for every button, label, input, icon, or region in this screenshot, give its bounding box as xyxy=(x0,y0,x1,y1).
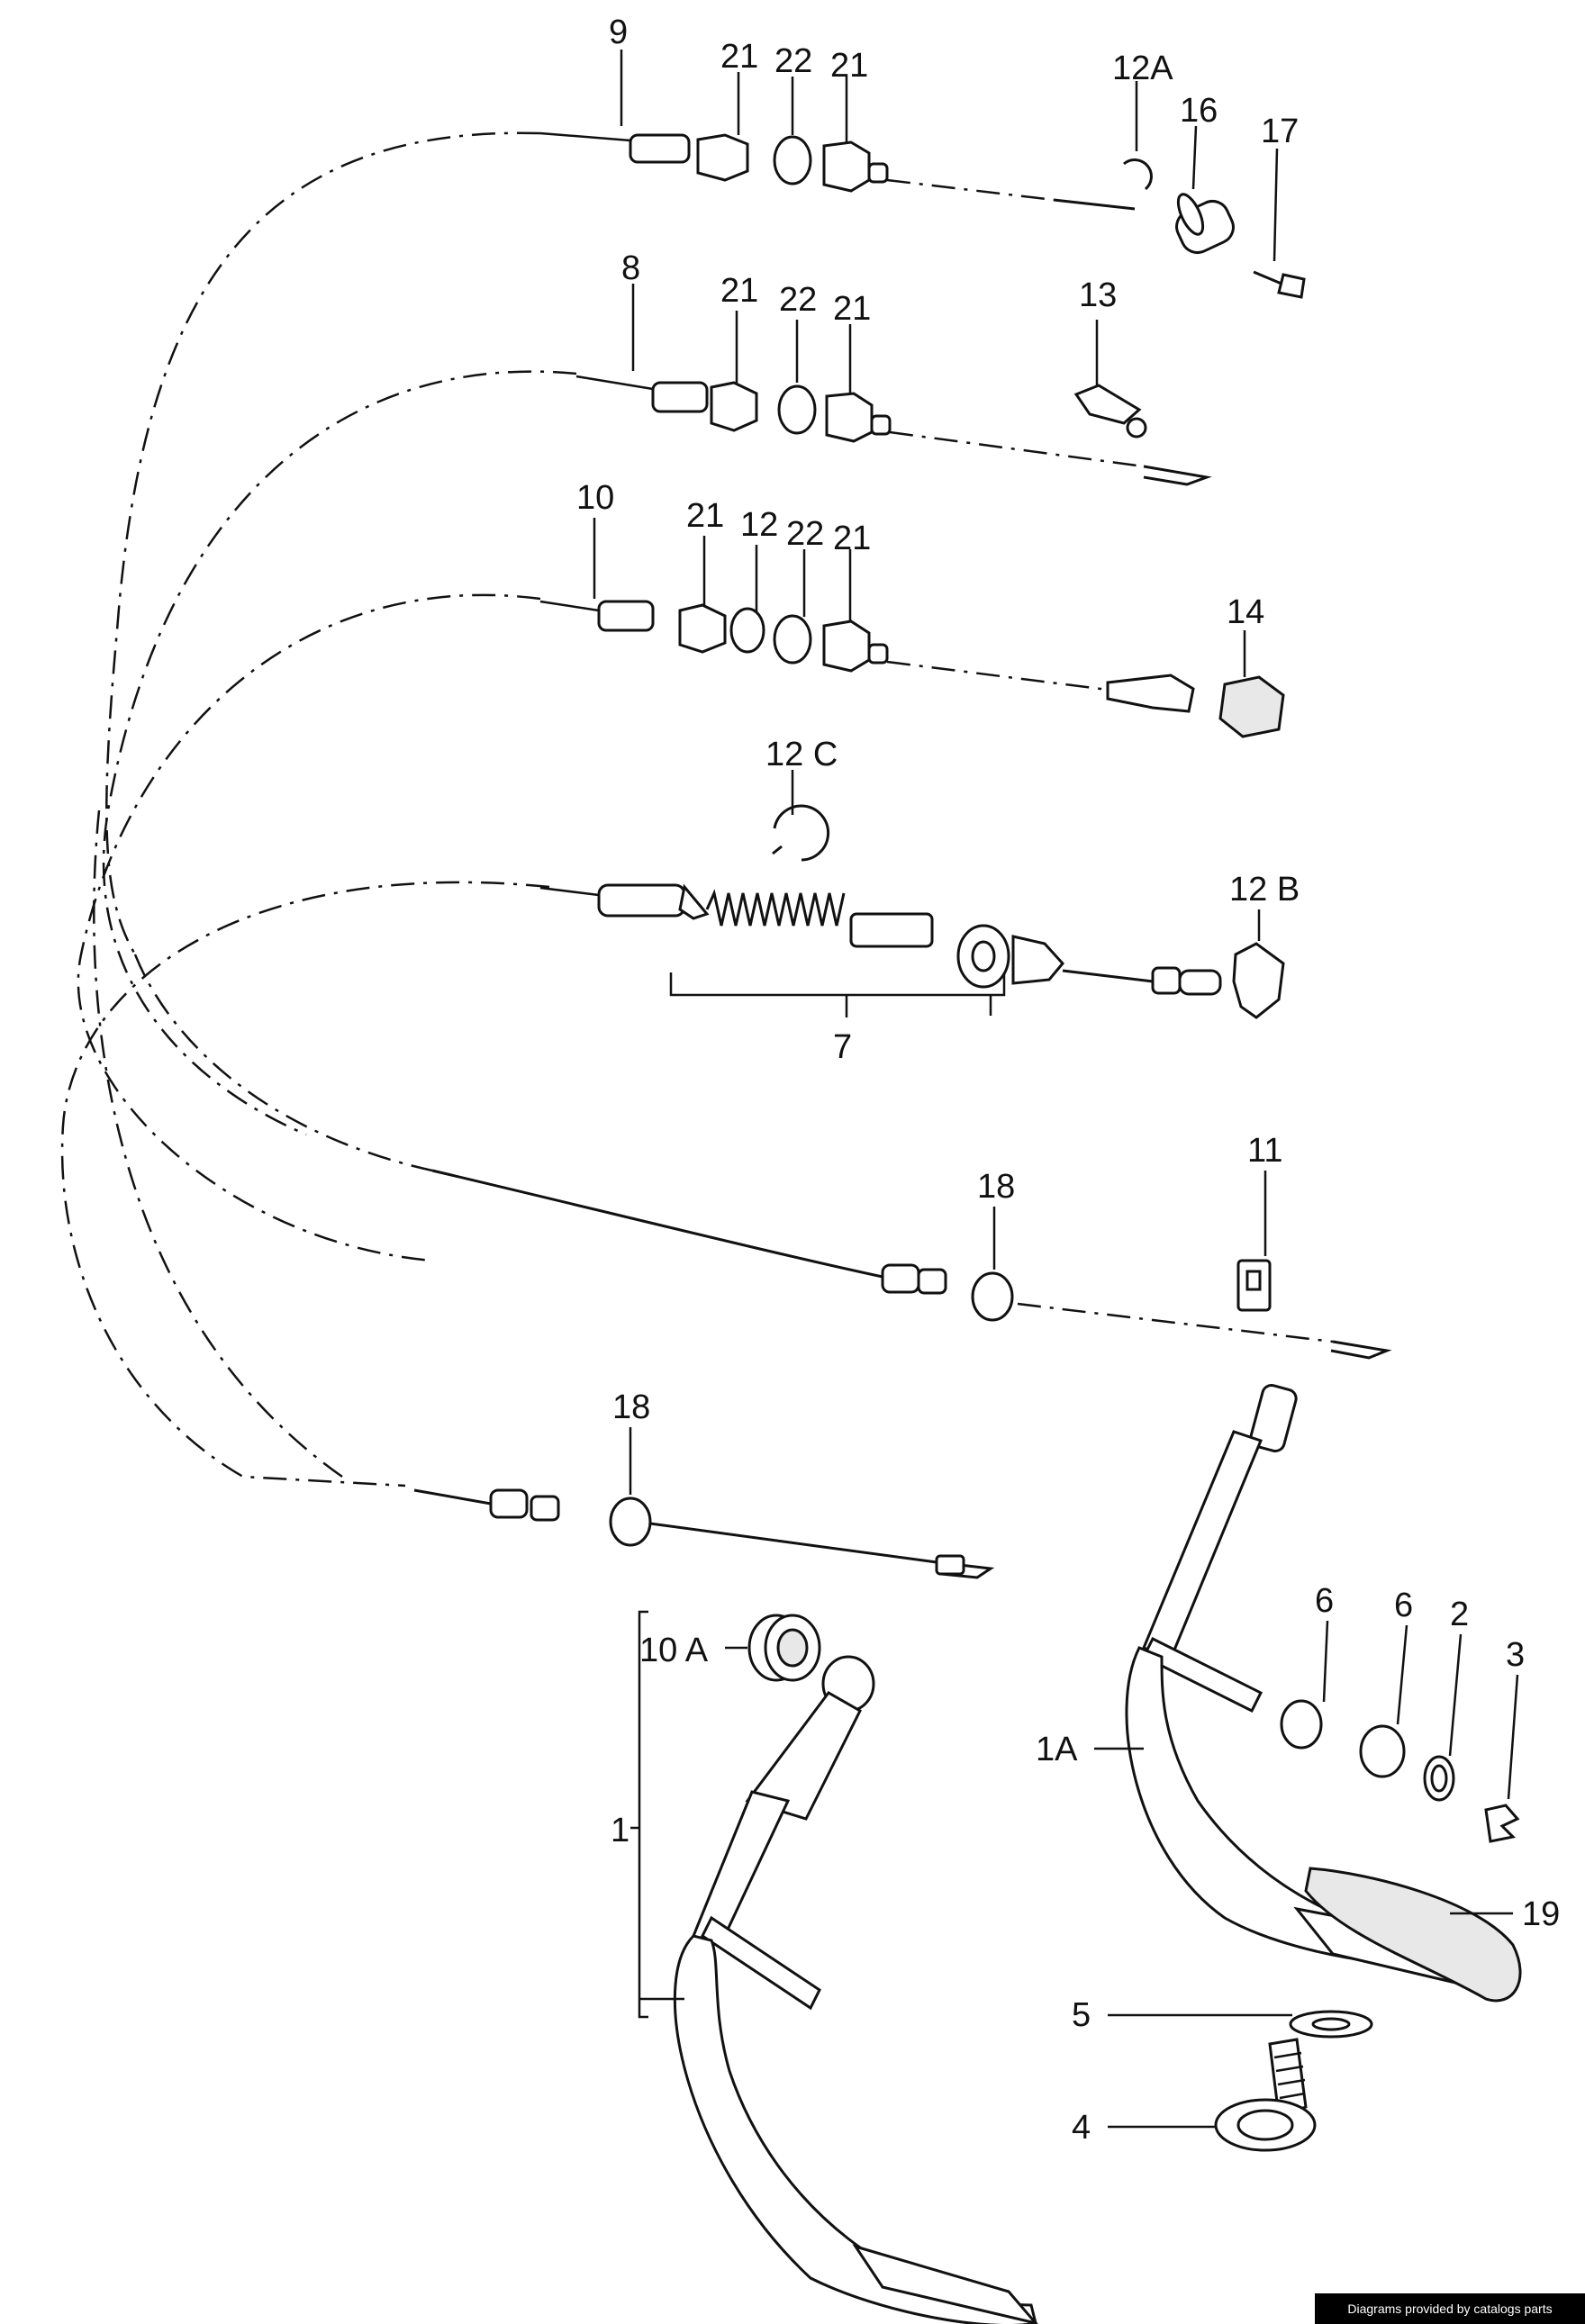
cable-18-lower-assembly xyxy=(413,1488,995,1579)
label-21: 21 xyxy=(720,272,758,310)
label-8: 8 xyxy=(621,249,640,287)
label-21: 21 xyxy=(833,290,871,328)
label-2: 2 xyxy=(1450,1596,1469,1633)
label-12a: 12A xyxy=(1112,50,1173,87)
label-10: 10 xyxy=(576,479,614,517)
label-14: 14 xyxy=(1227,593,1264,631)
label-22: 22 xyxy=(779,281,817,319)
cable-8-assembly xyxy=(575,375,1212,486)
cable-18-upper-assembly xyxy=(431,1169,1392,1360)
label-19: 19 xyxy=(1522,1895,1560,1933)
label-7: 7 xyxy=(833,1028,852,1066)
label-21: 21 xyxy=(720,38,758,76)
label-17: 17 xyxy=(1261,113,1299,150)
cable-7-assembly xyxy=(539,804,1285,1019)
label-10a: 10 A xyxy=(639,1632,709,1669)
credit-footer: Diagrams provided by catalogs parts xyxy=(1315,2293,1585,2324)
label-12: 12 xyxy=(740,506,778,544)
part-labels: 9 21 22 21 12A 16 17 8 21 22 21 13 10 21… xyxy=(576,14,1560,2147)
label-9: 9 xyxy=(609,14,628,51)
cable-10-assembly xyxy=(539,600,1285,738)
label-6: 6 xyxy=(1394,1587,1413,1624)
cable-9-assembly xyxy=(539,131,1306,299)
label-21: 21 xyxy=(830,47,868,85)
label-18: 18 xyxy=(977,1168,1015,1206)
label-21: 21 xyxy=(833,520,871,557)
pedal-assembly-1a xyxy=(1094,1384,1522,2152)
label-3: 3 xyxy=(1506,1636,1525,1674)
label-4: 4 xyxy=(1072,2109,1091,2147)
label-21: 21 xyxy=(686,497,724,535)
pedal-assembly-1 xyxy=(630,1610,1038,2324)
label-12c: 12 C xyxy=(765,736,838,773)
label-11: 11 xyxy=(1247,1132,1282,1170)
label-5: 5 xyxy=(1072,1996,1091,2034)
leader-lines xyxy=(593,50,1519,1800)
label-22: 22 xyxy=(786,515,824,553)
label-18: 18 xyxy=(612,1388,650,1426)
label-1a: 1A xyxy=(1036,1731,1078,1768)
label-13: 13 xyxy=(1079,276,1117,314)
cable-routing-lines xyxy=(60,131,577,1488)
label-6: 6 xyxy=(1315,1582,1334,1620)
label-1: 1 xyxy=(611,1812,629,1849)
label-22: 22 xyxy=(774,42,812,80)
label-12b: 12 B xyxy=(1229,871,1300,909)
label-16: 16 xyxy=(1180,92,1218,130)
